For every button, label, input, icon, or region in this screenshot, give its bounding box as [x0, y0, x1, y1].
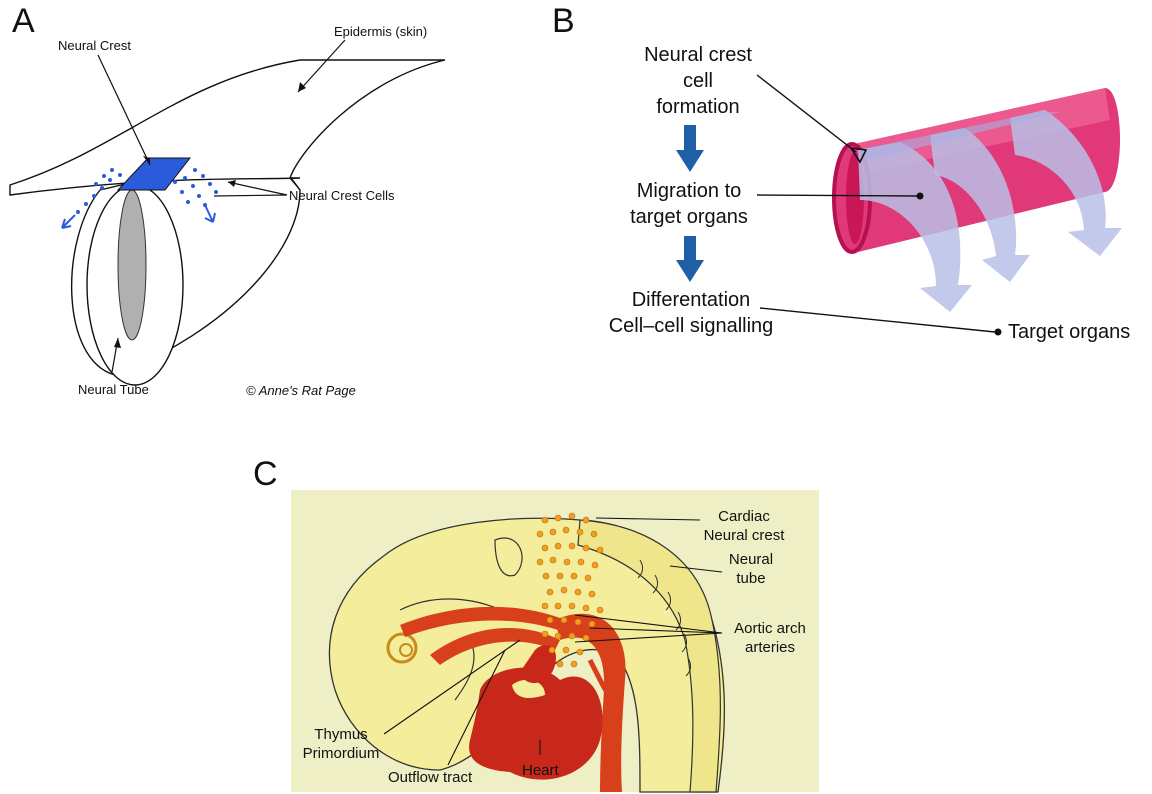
label-thymus-line2: Primordium [296, 744, 386, 763]
label-thymus: Thymus Primordium [296, 725, 386, 763]
label-cardiac-line1: Cardiac [694, 507, 794, 526]
label-c-neural-tube: Neural tube [718, 550, 784, 588]
label-c-neural-tube-line2: tube [718, 569, 784, 588]
label-c-neural-tube-line1: Neural [718, 550, 784, 569]
label-aortic-line1: Aortic arch [722, 619, 818, 638]
label-cardiac-line2: Neural crest [694, 526, 794, 545]
label-thymus-line1: Thymus [296, 725, 386, 744]
label-aortic-arch: Aortic arch arteries [722, 619, 818, 657]
label-aortic-line2: arteries [722, 638, 818, 657]
label-heart: Heart [522, 761, 559, 780]
label-outflow-tract: Outflow tract [388, 768, 472, 787]
label-cardiac-neural-crest: Cardiac Neural crest [694, 507, 794, 545]
